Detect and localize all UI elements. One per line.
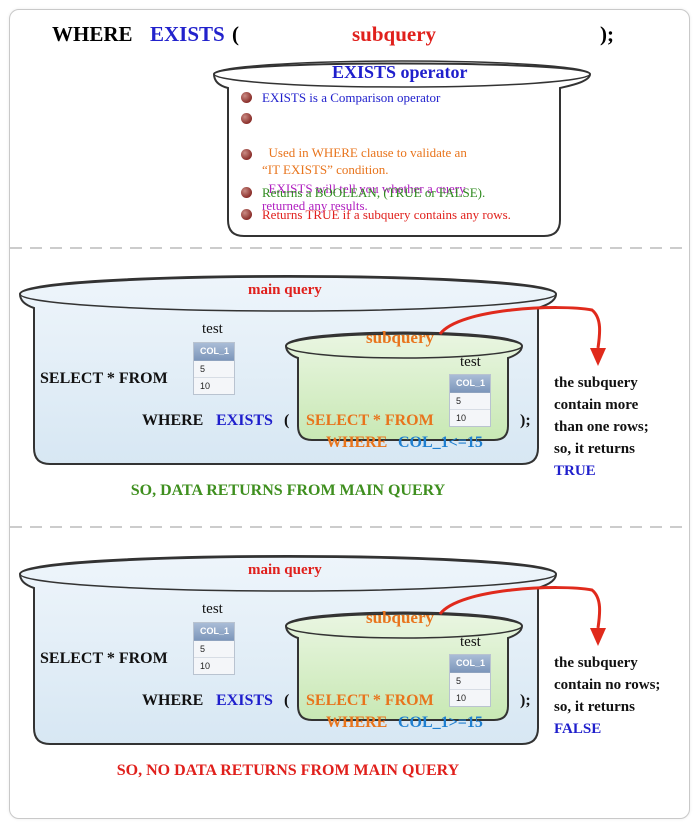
sub-table-name: test	[460, 634, 481, 650]
arrow-line	[438, 306, 602, 349]
bullet-dot-icon	[241, 92, 252, 103]
sub-select: SELECT * FROM	[306, 692, 434, 709]
main-table-row: 5	[194, 641, 234, 658]
sub-table-header: COL_1	[450, 655, 490, 673]
main-table-row: 10	[194, 658, 234, 674]
exists-box-title: EXISTS operator	[332, 62, 468, 82]
exists-keyword: EXISTS	[216, 412, 273, 429]
table-name: test	[202, 321, 223, 337]
example-section-2: main query test COL_1 5 10 SELECT * FROM…	[0, 528, 699, 798]
header-close-paren: );	[600, 22, 614, 46]
bullet-3: EXISTS will tell you whether a query ret…	[241, 146, 466, 214]
header-exists: EXISTS	[150, 22, 225, 46]
header-where: WHERE	[52, 22, 133, 46]
main-query-label: main query	[248, 282, 322, 298]
open-paren: (	[284, 692, 290, 709]
result-note-line: the subquery	[554, 375, 638, 391]
main-table-header: COL_1	[194, 623, 234, 641]
header-subquery: subquery	[352, 22, 437, 46]
result-note-line: contain more	[554, 397, 639, 413]
bullet-5: Returns TRUE if a subquery contains any …	[241, 206, 511, 223]
main-table-row: 10	[194, 378, 234, 394]
header-open-paren: (	[232, 22, 239, 46]
conclusion: SO, NO DATA RETURNS FROM MAIN QUERY	[116, 762, 460, 779]
subquery-label: subquery	[366, 608, 435, 627]
main-table-row: 5	[194, 361, 234, 378]
sub-table-header: COL_1	[450, 375, 490, 393]
sub-table: COL_1 5 10	[449, 374, 491, 427]
close-paren: );	[520, 412, 531, 429]
result-note-line: so, it returns	[554, 699, 635, 715]
bullet-dot-icon	[241, 113, 252, 124]
main-table: COL_1 5 10	[193, 622, 235, 675]
bullet-1-text: EXISTS is a Comparison operator	[262, 90, 441, 105]
exists-keyword: EXISTS	[216, 692, 273, 709]
sub-table-row: 5	[450, 673, 490, 690]
arrow-head-icon	[590, 628, 606, 646]
subquery-label: subquery	[366, 328, 435, 347]
bullet-dot-icon	[241, 209, 252, 220]
main-table: COL_1 5 10	[193, 342, 235, 395]
bullet-1: EXISTS is a Comparison operator	[241, 89, 441, 106]
bullet-dot-icon	[241, 187, 252, 198]
arrow-line	[438, 586, 602, 629]
where-keyword: WHERE	[142, 412, 204, 429]
sub-where: WHERE	[326, 714, 388, 731]
result-value: FALSE	[554, 721, 602, 737]
select-from: SELECT * FROM	[40, 370, 168, 387]
result-note-line: than one rows;	[554, 419, 649, 435]
bullet-2-text: Used in WHERE clause to validate an “IT …	[262, 145, 467, 177]
select-from: SELECT * FROM	[40, 650, 168, 667]
example-section-1: main query test COL_1 5 10 SELECT * FROM…	[0, 248, 699, 518]
close-paren: );	[520, 692, 531, 709]
bullet-dot-icon	[241, 149, 252, 160]
result-note: the subquery contain more than one rows; so…	[554, 372, 649, 482]
main-table-header: COL_1	[194, 343, 234, 361]
open-paren: (	[284, 412, 290, 429]
sub-condition: COL_1>=15	[398, 714, 483, 731]
sub-table-row: 10	[450, 690, 490, 706]
sub-table-row: 5	[450, 393, 490, 410]
sub-where: WHERE	[326, 434, 388, 451]
bullet-2: Used in WHERE clause to validate an “IT …	[241, 110, 467, 178]
conclusion: SO, DATA RETURNS FROM MAIN QUERY	[130, 482, 446, 499]
bullet-4: Returns a BOOLEAN, (TRUE or FALSE).	[241, 184, 486, 201]
sub-select: SELECT * FROM	[306, 412, 434, 429]
arrow-head-icon	[590, 348, 606, 366]
result-note: the subquery contain no rows; so, it retur…	[554, 652, 660, 740]
result-value: TRUE	[554, 463, 596, 479]
result-note-line: the subquery	[554, 655, 638, 671]
bullet-5-text: Returns TRUE if a subquery contains any …	[262, 207, 511, 222]
bullet-3-text: EXISTS will tell you whether a query ret…	[262, 181, 466, 213]
main-query-label: main query	[248, 562, 322, 578]
result-note-line: so, it returns	[554, 441, 635, 457]
bullet-4-text: Returns a BOOLEAN, (TRUE or FALSE).	[262, 185, 486, 200]
where-keyword: WHERE	[142, 692, 204, 709]
sub-table: COL_1 5 10	[449, 654, 491, 707]
table-name: test	[202, 601, 223, 617]
sub-table-row: 10	[450, 410, 490, 426]
sub-table-name: test	[460, 354, 481, 370]
sub-condition: COL_1<=15	[398, 434, 483, 451]
result-note-line: contain no rows;	[554, 677, 661, 693]
